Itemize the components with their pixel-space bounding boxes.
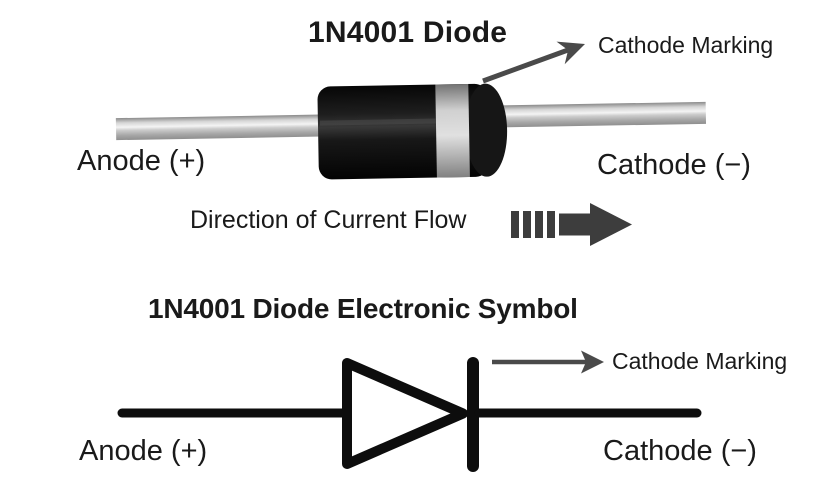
current-flow-label: Direction of Current Flow <box>190 206 467 234</box>
top-title: 1N4001 Diode <box>308 16 508 49</box>
cathode-marking-arrow-icon <box>482 41 585 84</box>
top-cathode-marking-label: Cathode Marking <box>598 32 774 58</box>
diode-end-cap <box>465 83 508 177</box>
symbol-triangle <box>342 358 468 469</box>
anode-label-top: Anode (+) <box>77 145 206 177</box>
diode-symbol <box>117 357 702 472</box>
cathode-label-bottom: Cathode (−) <box>603 435 757 467</box>
anode-lead <box>115 114 329 141</box>
cathode-marking-arrow-bottom-icon <box>492 350 604 374</box>
cathode-band <box>435 83 470 178</box>
cathode-label-top: Cathode (−) <box>597 149 751 181</box>
bottom-title: 1N4001 Diode Electronic Symbol <box>148 293 578 324</box>
diode-photo <box>115 83 707 180</box>
bottom-cathode-marking-label: Cathode Marking <box>612 348 788 374</box>
cathode-lead <box>479 101 707 128</box>
body-sheen <box>319 118 436 126</box>
current-flow-arrow-icon <box>511 203 632 246</box>
anode-label-bottom: Anode (+) <box>79 435 208 467</box>
diode-body <box>317 83 508 180</box>
